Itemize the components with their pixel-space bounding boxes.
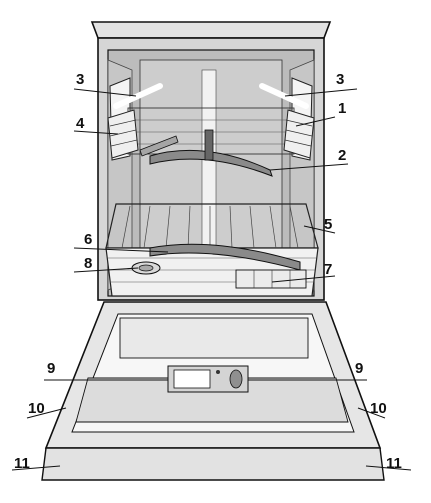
callout-lights-left: 3 bbox=[76, 71, 85, 88]
callout-cutlery-basket: 7 bbox=[324, 261, 333, 278]
callout-kickplate-right: 11 bbox=[386, 455, 402, 472]
callout-kickplate-left: 11 bbox=[14, 455, 30, 472]
interior-lights bbox=[113, 83, 309, 109]
callout-lower-spray-arm: 6 bbox=[84, 231, 93, 248]
callout-filters: 8 bbox=[84, 255, 93, 272]
callout-upper-spray-arm: 2 bbox=[338, 147, 347, 164]
detergent-dispenser bbox=[167, 365, 249, 393]
callout-lower-rack: 5 bbox=[324, 216, 333, 233]
upper-spray-arm bbox=[139, 129, 273, 177]
callout-door-left: 10 bbox=[28, 400, 45, 417]
callout-dispenser-left: 9 bbox=[47, 360, 56, 377]
cup-rack-right bbox=[283, 109, 315, 159]
callout-lights-right: 3 bbox=[336, 71, 345, 88]
callout-cup-rack: 4 bbox=[76, 115, 85, 132]
cup-rack-left bbox=[107, 109, 139, 159]
cutlery-basket bbox=[235, 269, 307, 289]
callout-upper-rack: 1 bbox=[338, 100, 347, 117]
callout-dispenser-right: 9 bbox=[355, 360, 364, 377]
callout-door-right: 10 bbox=[370, 400, 387, 417]
leader-lines bbox=[11, 88, 412, 471]
